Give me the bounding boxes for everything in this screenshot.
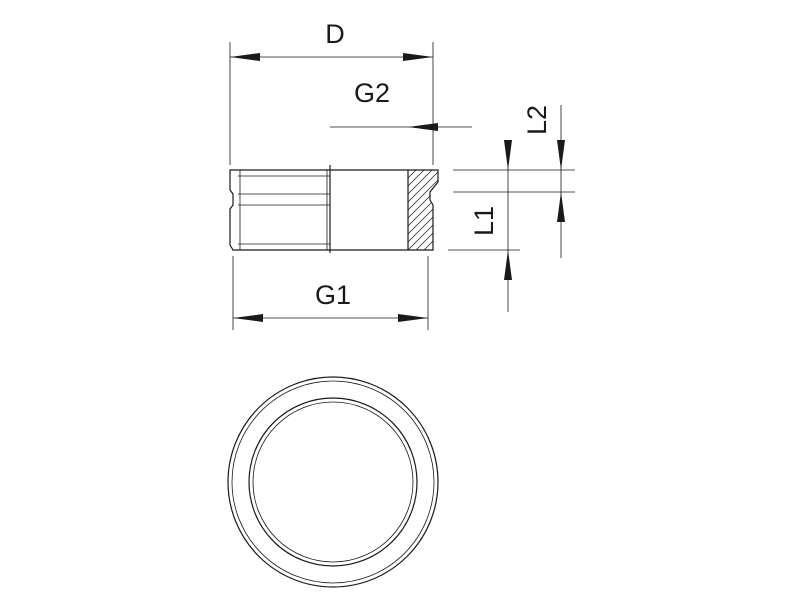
g2-label: G2 [354,78,390,108]
l2-arrow-top [557,140,565,170]
section-hatching [408,170,438,250]
dimension-g2: G2 [330,78,472,131]
g1-arrow-left [233,314,263,322]
g1-label: G1 [315,280,351,310]
l1-arrow-top [504,140,512,170]
dimension-g1: G1 [232,256,429,330]
inner-ring-inner [252,401,414,563]
inner-ring-outer [248,397,418,567]
d-arrow-left [230,53,260,61]
l2-label: L2 [522,105,552,135]
l1-label: L1 [469,206,499,236]
outer-ring-inner [231,380,435,584]
g1-arrow-right [398,314,428,322]
l2-arrow-bottom [557,192,565,222]
g2-arrow [408,123,438,131]
dimension-d: D [229,19,434,165]
section-outline [330,169,439,251]
dimension-l1-l2: L1 L2 [448,105,575,312]
d-arrow-right [403,53,433,61]
d-label: D [325,19,345,49]
outer-ring-outer [227,376,439,588]
thread-left-outline [229,169,330,251]
side-view [229,165,439,253]
l1-arrow-bottom [504,250,512,280]
top-view [227,376,439,588]
